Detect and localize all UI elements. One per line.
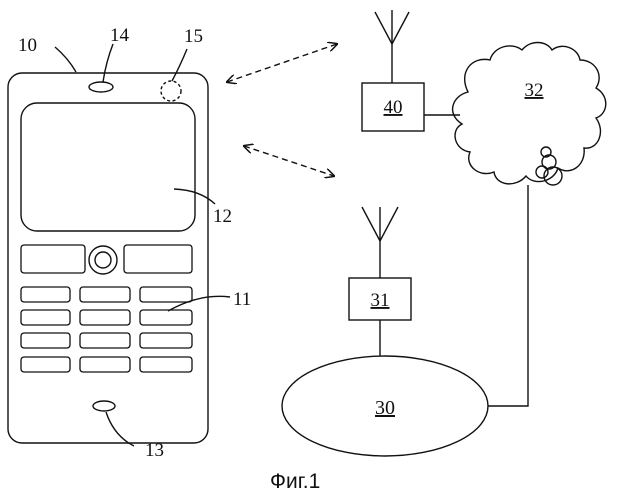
keypad-key [140,357,192,372]
antenna-40-right [392,12,409,44]
label-31: 31 [371,290,390,311]
keypad-key [140,333,192,348]
display-screen [21,103,195,231]
keypad-key [140,310,192,325]
keypad-key [80,310,130,325]
keypad-key [80,333,130,348]
wireless-links [227,44,337,176]
keypad-key [80,287,130,302]
antenna-40-left [375,12,392,44]
label-12: 12 [213,206,232,227]
link-cloud-to-30 [488,185,528,406]
label-40: 40 [384,97,403,118]
figure-caption: Фиг.1 [270,470,320,493]
base-station-40: 40 [362,10,424,131]
base-station-31: 31 [349,207,411,320]
keypad-key [140,287,192,302]
nav-button-outer [89,246,117,274]
wireless-link-upper [227,44,337,82]
leader-13 [106,412,134,446]
keypad-key [21,333,70,348]
keypad-key [21,310,70,325]
keypad [21,287,192,372]
leader-14 [103,44,113,82]
wired-connections [380,115,528,406]
label-30: 30 [375,397,395,419]
core-network-30: 30 [282,356,488,456]
keypad-key [80,357,130,372]
leader-15 [172,49,187,81]
cloud-outline [453,43,606,184]
antenna-31-left [362,207,380,241]
label-13: 13 [145,440,164,461]
nav-button-inner [95,252,111,268]
label-14: 14 [110,25,130,46]
label-15: 15 [184,26,203,47]
label-32: 32 [525,80,544,101]
antenna-31-right [380,207,398,241]
keypad-key [21,287,70,302]
microphone [93,401,115,411]
keypad-key [21,357,70,372]
label-10: 10 [18,35,37,56]
internet-cloud-32: 32 [453,43,606,186]
sensor-dashed [161,81,181,101]
earpiece [89,82,113,92]
leader-10 [55,47,76,72]
phone-labels: 10 14 15 12 11 13 [18,25,251,461]
mobile-phone [8,73,208,443]
navigation-keys [21,245,192,274]
soft-key-left [21,245,85,273]
soft-key-right [124,245,192,273]
wireless-link-lower [244,146,334,176]
label-11: 11 [233,289,251,310]
